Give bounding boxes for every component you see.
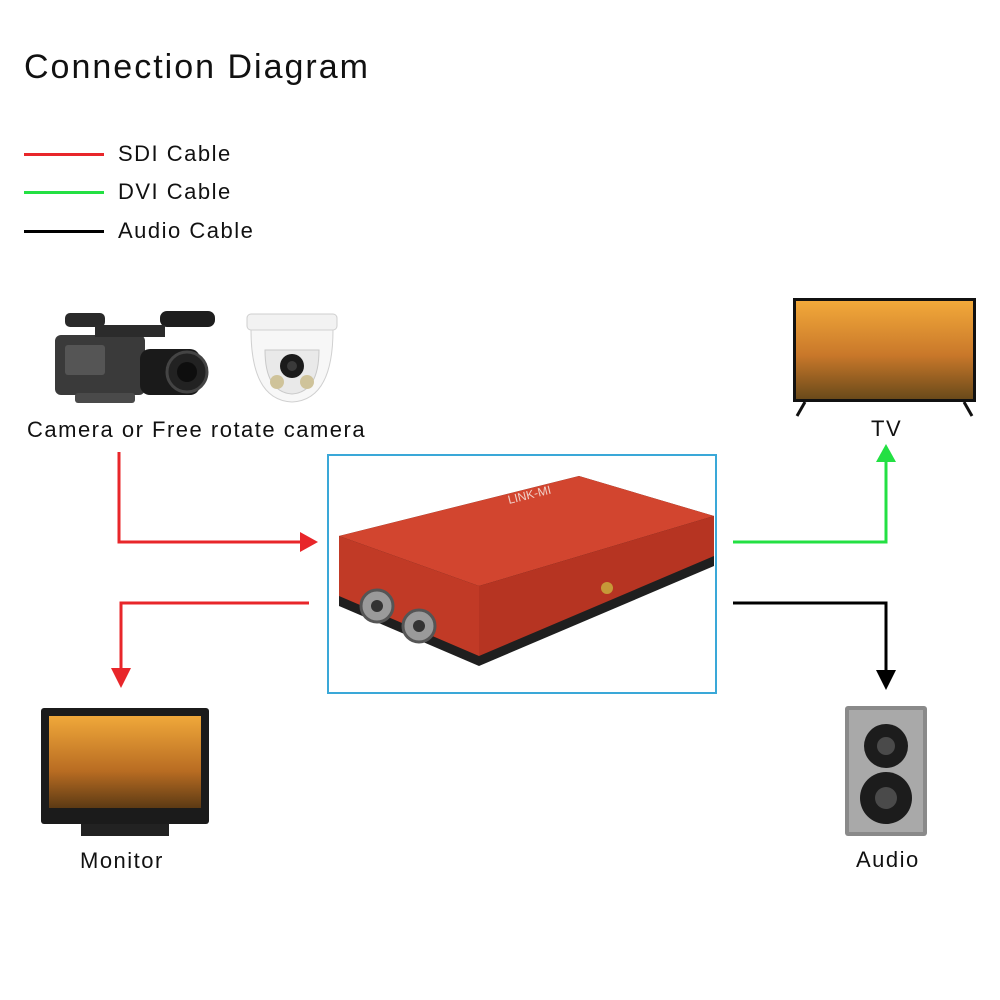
- dvi-legend-line: [24, 190, 104, 194]
- audio-arrowhead: [876, 670, 896, 690]
- dvi-arrowhead: [876, 444, 896, 462]
- tv-icon: [793, 298, 976, 417]
- converter-device-icon: LINK-MI: [339, 476, 714, 666]
- tv-label: TV: [871, 416, 903, 441]
- diagram-title: Connection Diagram: [24, 48, 370, 86]
- source-label: Camera or Free rotate camera: [27, 417, 367, 442]
- audio-legend-line: [24, 229, 104, 233]
- monitor-icon: [41, 708, 209, 836]
- legend-label-sdi: SDI Cable: [118, 141, 232, 166]
- monitor-label: Monitor: [80, 848, 164, 873]
- sdi-out-arrowhead: [111, 668, 131, 688]
- audio-label: Audio: [856, 847, 920, 872]
- audio-wire: [733, 601, 888, 672]
- speaker-icon: [845, 706, 927, 836]
- legend-audio: Audio Cable: [24, 216, 254, 246]
- dvi-wire: [733, 460, 888, 544]
- sdi-in-arrowhead: [300, 532, 318, 552]
- sdi-legend-line: [24, 152, 104, 156]
- legend-dvi: DVI Cable: [24, 177, 232, 207]
- legend-label-dvi: DVI Cable: [118, 179, 232, 204]
- sdi-out-wire: [119, 601, 309, 670]
- dome-camera-icon: [246, 313, 338, 403]
- legend-label-audio: Audio Cable: [118, 218, 255, 243]
- sdi-in-wire: [117, 452, 300, 544]
- converter-frame: LINK-MI: [327, 454, 717, 694]
- camcorder-icon: [55, 311, 215, 403]
- legend-sdi: SDI Cable: [24, 139, 232, 169]
